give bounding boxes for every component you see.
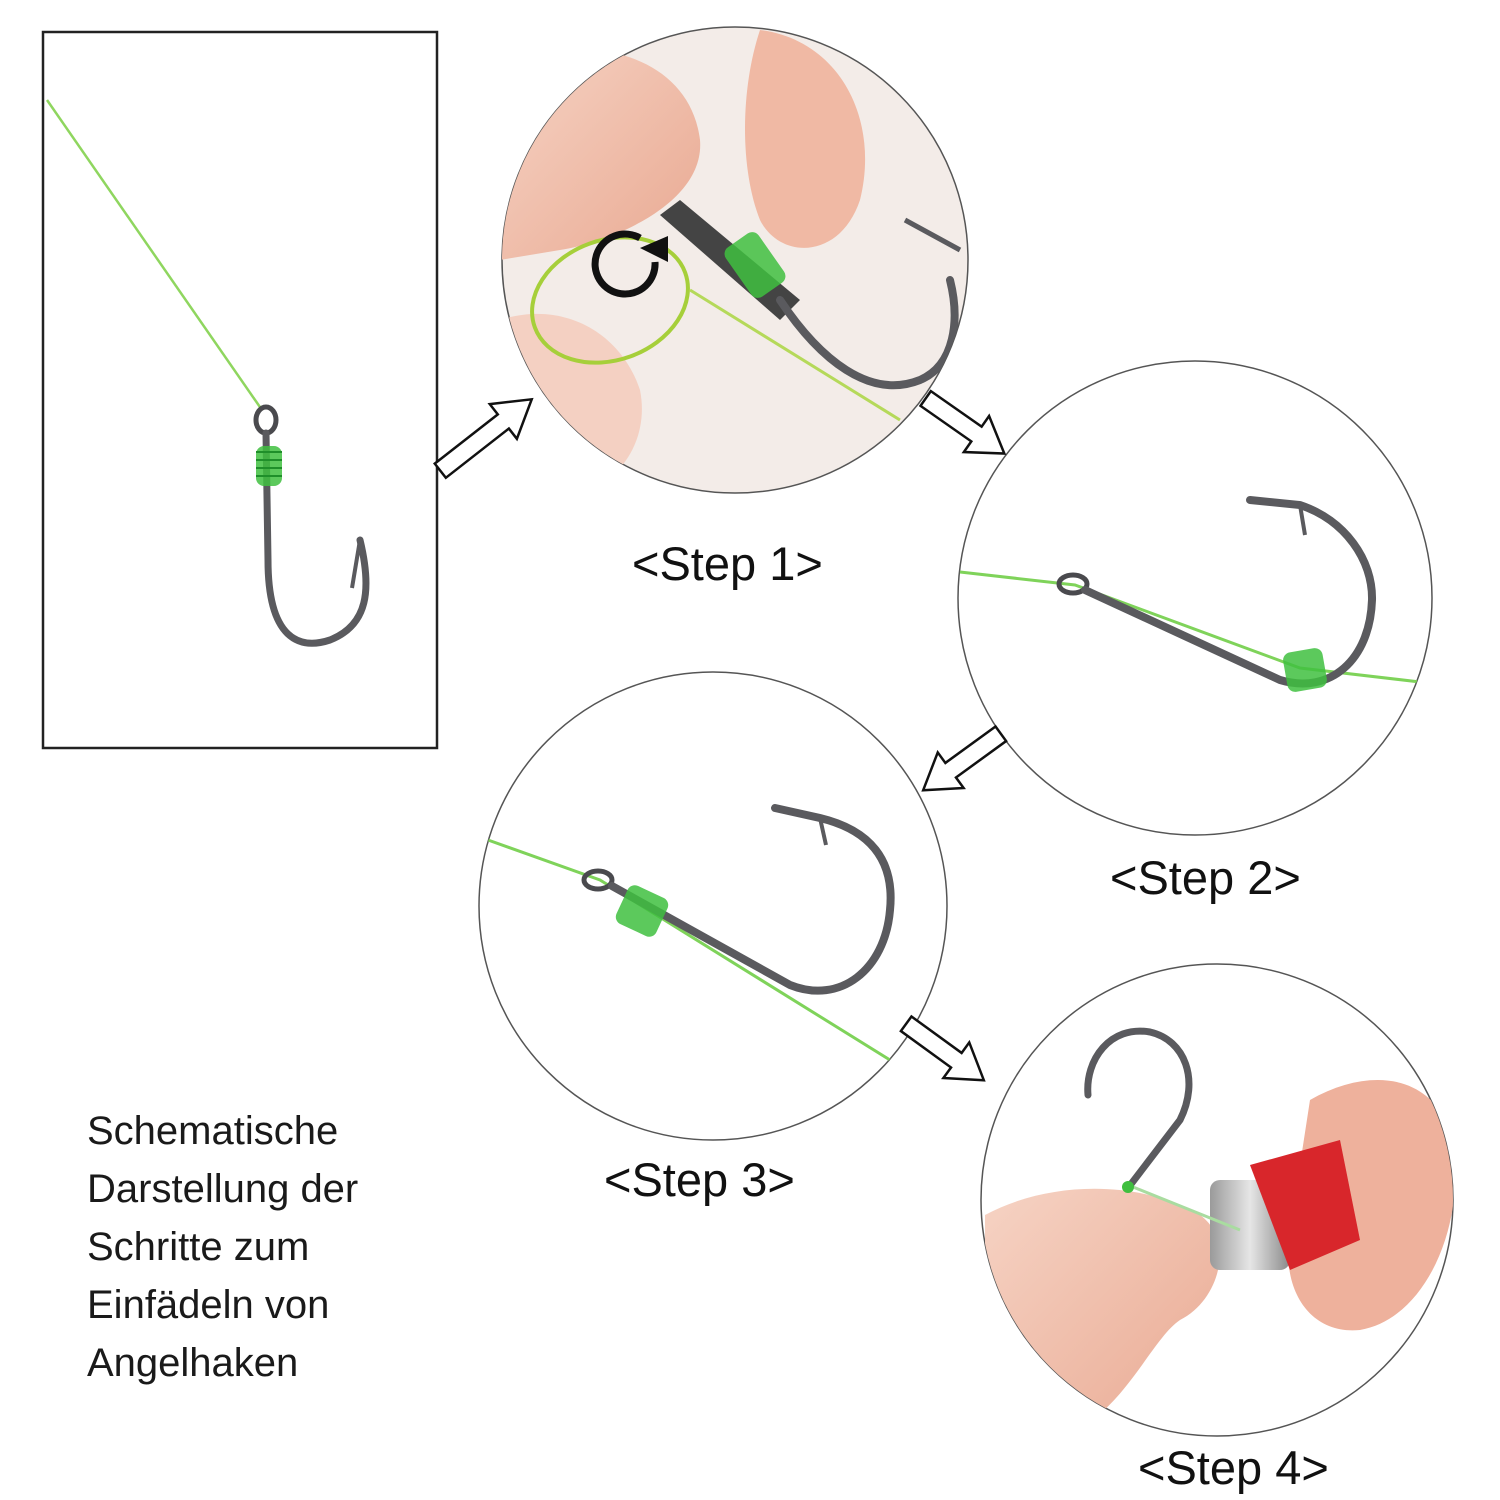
thumb-icon <box>745 30 866 248</box>
step-3-label: <Step 3> <box>604 1153 795 1206</box>
fishing-line <box>959 570 1421 684</box>
arrow-right-icon <box>899 1014 986 1082</box>
hook-icon <box>253 404 370 647</box>
fishing-line <box>487 838 891 1062</box>
rotate-arrow-icon <box>591 230 668 298</box>
arrow-right-icon <box>918 389 1007 455</box>
caption-line: Einfädeln von <box>87 1283 330 1327</box>
line-loop-icon <box>530 235 690 365</box>
fishing-line <box>45 99 264 411</box>
overview-frame <box>41 30 439 750</box>
step-4-image <box>980 963 1454 1437</box>
step-2-label: <Step 2> <box>1110 851 1301 904</box>
line-wrap-icon <box>615 885 669 937</box>
line-wrap-icon <box>256 446 282 486</box>
arrow-left-icon <box>921 724 1008 792</box>
hook-icon <box>581 804 895 995</box>
overview-panel <box>41 30 439 750</box>
step-3-image <box>478 671 948 1141</box>
step-1-label: <Step 1> <box>632 537 823 590</box>
caption: Schematische Darstellung der Schritte zu… <box>87 1102 358 1392</box>
step-1-image <box>501 26 969 494</box>
line-wrap-icon <box>1283 648 1327 692</box>
caption-line: Schritte zum <box>87 1225 310 1269</box>
red-grip-icon <box>1250 1140 1360 1270</box>
caption-line: Schematische <box>87 1109 339 1153</box>
thumb-icon <box>1288 1080 1453 1331</box>
arrow-right-icon <box>432 397 534 480</box>
step-4-label: <Step 4> <box>1138 1441 1329 1494</box>
step-2-image <box>957 360 1433 836</box>
fishing-line <box>1127 1183 1241 1232</box>
line-wrap-icon <box>724 232 786 298</box>
caption-line: Angelhaken <box>87 1341 299 1385</box>
hook-icon <box>776 276 959 390</box>
hook-icon <box>1084 1027 1193 1192</box>
caption-line: Darstellung der <box>87 1167 359 1211</box>
